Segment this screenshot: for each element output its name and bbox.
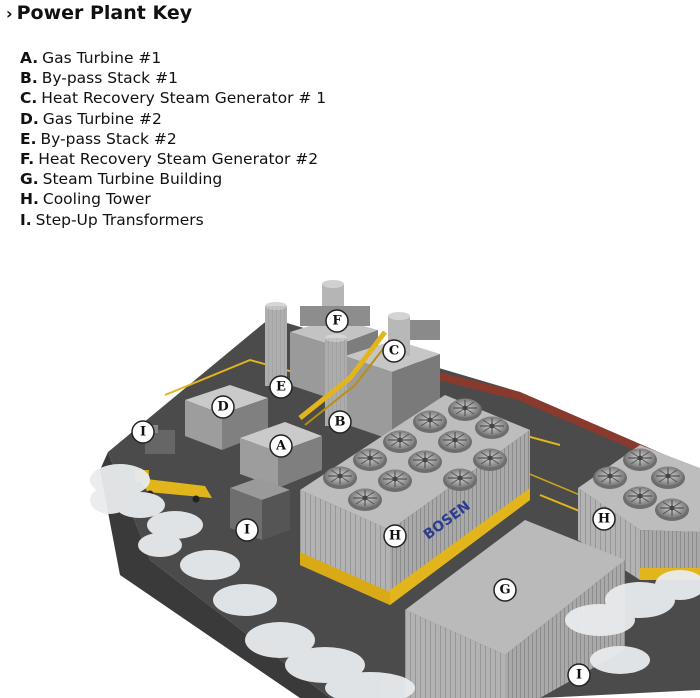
svg-text:D: D	[217, 400, 228, 415]
key-item-a: A.Gas Turbine #1	[20, 48, 326, 68]
svg-text:H: H	[389, 529, 401, 544]
key-letter: E.	[20, 129, 37, 148]
svg-text:G: G	[499, 583, 510, 598]
ground-pad-edge	[100, 452, 330, 698]
key-label: Step-Up Transformers	[35, 210, 204, 229]
key-item-e: E.By-pass Stack #2	[20, 129, 326, 149]
key-label: Gas Turbine #2	[42, 109, 162, 128]
hrsg-1-left	[345, 356, 392, 440]
svg-text:E: E	[276, 380, 286, 395]
callout-e: E	[269, 375, 293, 399]
cooling-tower-1-side	[390, 430, 530, 605]
steam-clouds	[90, 464, 700, 698]
callout-i-left: I	[131, 420, 155, 444]
key-item-d: D.Gas Turbine #2	[20, 109, 326, 129]
svg-text:B: B	[335, 415, 346, 430]
key-item-c: C.Heat Recovery Steam Generator # 1	[20, 88, 326, 108]
cooling-tower-1-front	[300, 490, 390, 605]
steam-pipe	[298, 330, 387, 420]
svg-text:H: H	[598, 512, 610, 527]
svg-text:I: I	[244, 523, 250, 538]
key-item-b: B.By-pass Stack #1	[20, 68, 326, 88]
key-item-g: G.Steam Turbine Building	[20, 169, 326, 189]
key-label: Heat Recovery Steam Generator #2	[38, 150, 319, 169]
callout-h-right: H	[592, 507, 616, 531]
key-header: › Power Plant Key	[6, 4, 192, 23]
key-label: Gas Turbine #1	[42, 49, 162, 67]
svg-text:A: A	[275, 439, 287, 454]
key-letter: I.	[20, 210, 32, 229]
key-item-h: H.Cooling Tower	[20, 189, 326, 209]
key-item-f: F.Heat Recovery Steam Generator #2	[20, 149, 326, 169]
perimeter-wall	[430, 370, 700, 478]
callout-d: D	[211, 395, 235, 419]
key-list: A.Gas Turbine #1 B.By-pass Stack #1 C.He…	[20, 48, 326, 230]
delivery-truck	[138, 478, 212, 498]
callout-g: G	[493, 578, 517, 602]
callout-b: B	[328, 410, 352, 434]
callout-h-main: H	[383, 524, 407, 548]
key-title: Power Plant Key	[16, 2, 193, 24]
transformer-center-roof	[230, 478, 290, 500]
key-label: Heat Recovery Steam Generator # 1	[41, 89, 327, 108]
key-item-i: I.Step-Up Transformers	[20, 210, 326, 230]
svg-text:C: C	[389, 344, 399, 359]
svg-text:F: F	[332, 314, 342, 329]
key-letter: H.	[20, 190, 39, 209]
key-label: By-pass Stack #2	[40, 129, 177, 148]
chevron-right-icon: ›	[6, 3, 13, 23]
key-letter: F.	[20, 150, 35, 169]
key-letter: G.	[20, 170, 39, 189]
callout-i-bottom: I	[567, 663, 591, 687]
gas-turbine-1-left	[240, 438, 278, 488]
callout-i-center: I	[235, 518, 259, 542]
callout-a: A	[269, 434, 293, 458]
hrsg-2-left	[290, 332, 335, 400]
key-label: Cooling Tower	[42, 190, 151, 209]
key-label: By-pass Stack #1	[41, 69, 178, 88]
callout-f: F	[325, 309, 349, 333]
key-letter: B.	[20, 69, 38, 88]
key-label: Steam Turbine Building	[42, 170, 223, 189]
steam-turbine-building-front	[405, 610, 505, 698]
callout-c: C	[382, 339, 406, 363]
key-letter: D.	[20, 109, 39, 128]
key-letter: A.	[20, 49, 39, 67]
key-letter: C.	[20, 89, 38, 108]
svg-text:I: I	[576, 668, 582, 683]
svg-text:I: I	[140, 425, 146, 440]
steam-pipe	[304, 339, 391, 426]
cooling-tower-2-front	[578, 488, 640, 580]
